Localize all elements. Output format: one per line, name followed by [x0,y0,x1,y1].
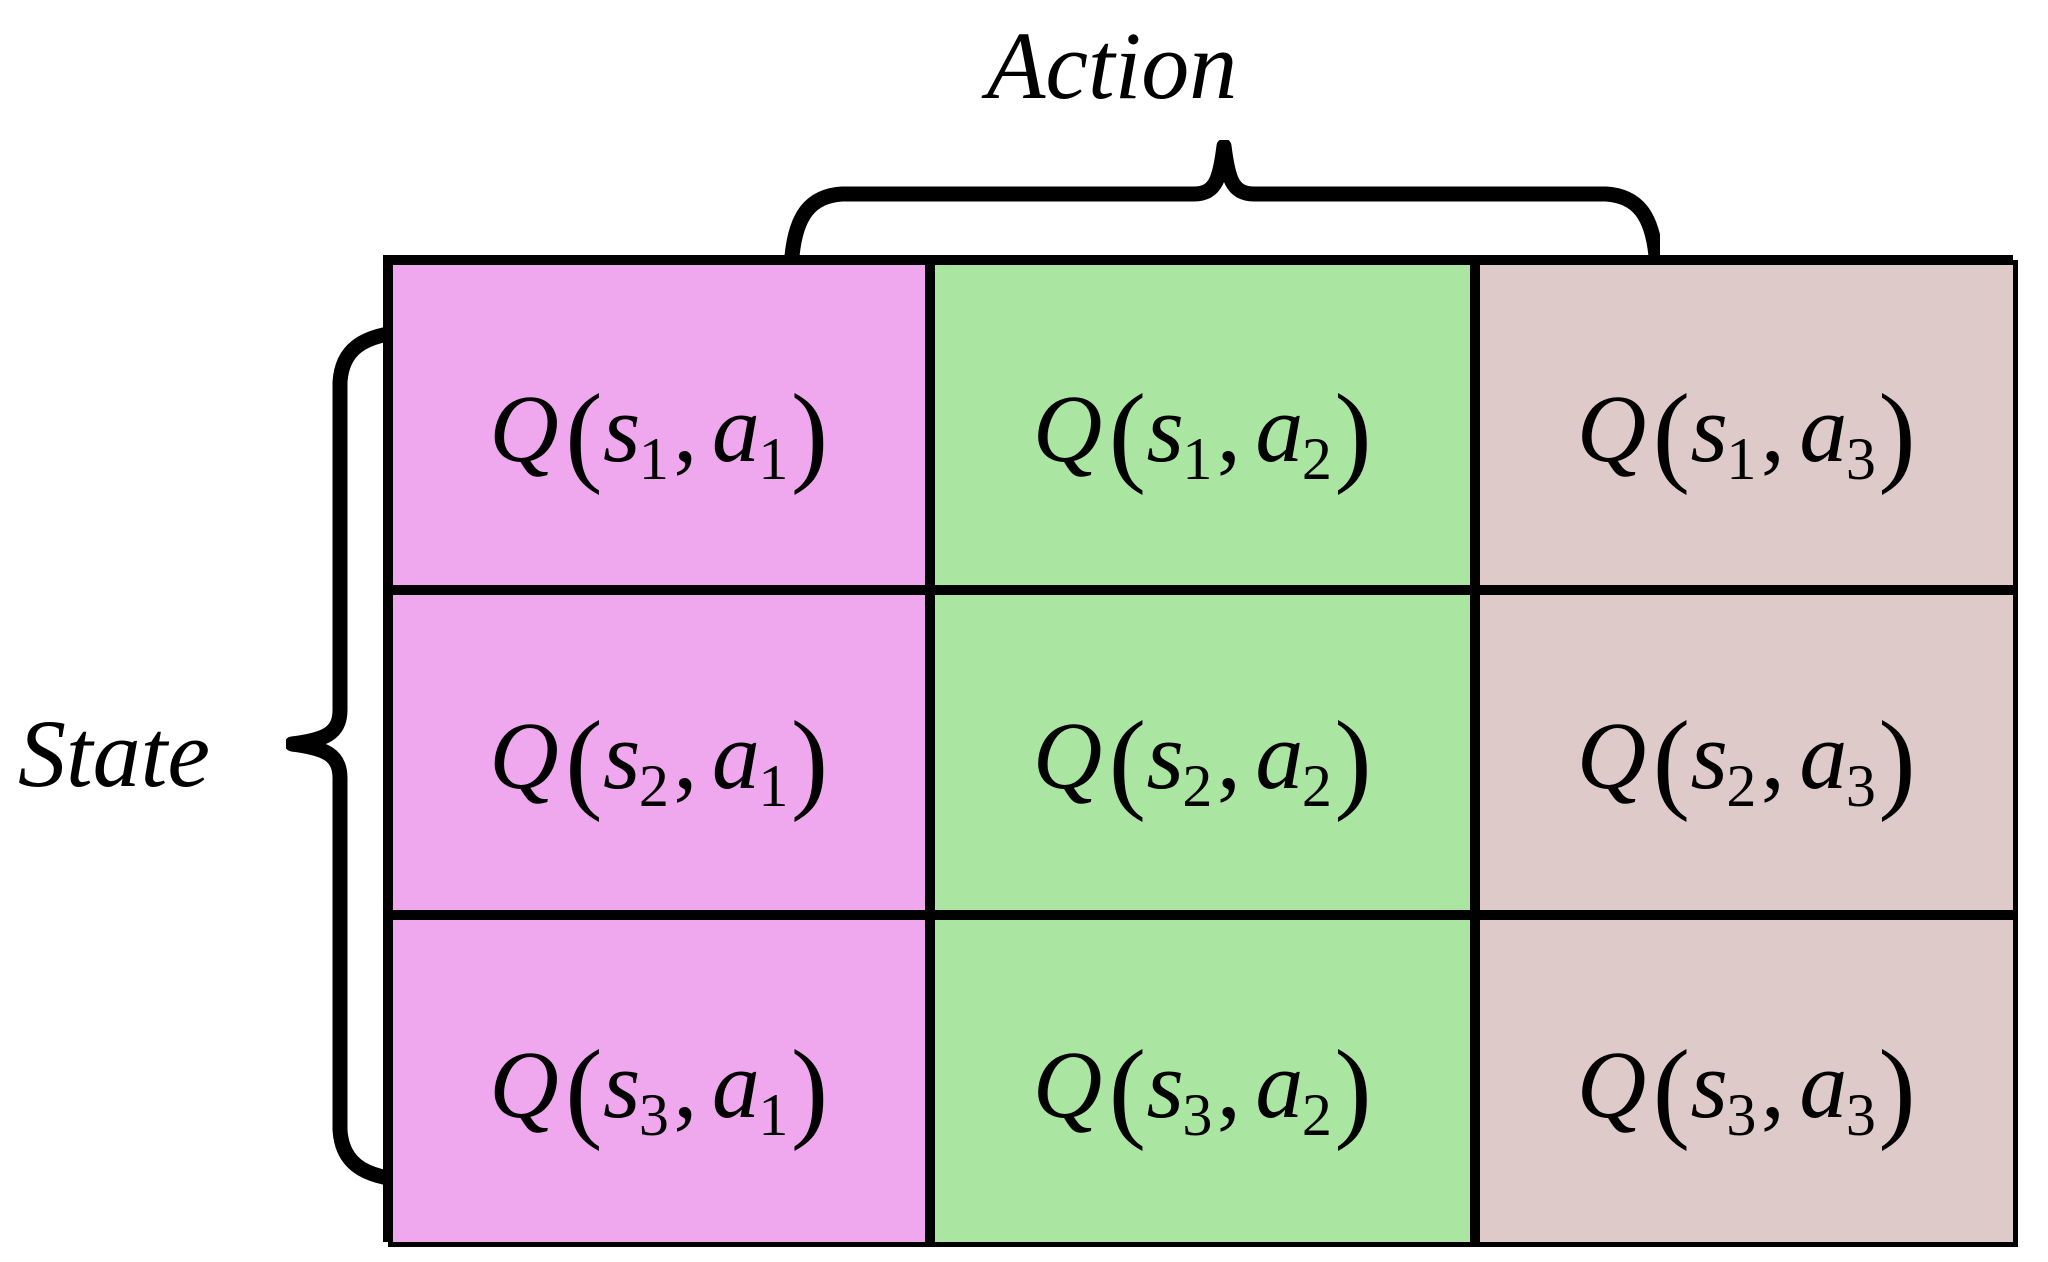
q-function-symbol: Q [489,702,560,809]
state-subscript: 1 [1182,425,1213,492]
action-symbol: a [711,374,761,482]
q-cell-s1-a2[interactable]: Q ( s 1 , a 2 ) [930,260,1475,590]
open-paren: ( [1108,371,1147,496]
action-brace-icon [784,140,1660,258]
comma-glyph: , [1760,702,1786,809]
open-paren: ( [1652,1027,1691,1152]
q-cell-s1-a3[interactable]: Q ( s 1 , a 3 ) [1475,260,2018,590]
state-symbol: s [1690,374,1729,482]
comma-glyph: , [1216,1030,1242,1138]
close-paren: ) [790,371,829,496]
state-subscript: 2 [638,753,670,819]
action-symbol: a [1255,1030,1304,1138]
state-subscript: 3 [1182,1081,1213,1148]
q-value-expression: Q ( s 1 , a 1 ) [489,374,828,490]
q-cell-s3-a1[interactable]: Q ( s 3 , a 1 ) [388,915,930,1247]
action-subscript: 1 [758,1081,789,1148]
state-symbol: s [1146,1030,1185,1138]
state-subscript: 2 [1182,753,1213,819]
state-symbol: s [602,1030,641,1138]
comma-glyph: , [1216,702,1242,809]
q-table: Q ( s 1 , a 1 ) Q ( s 1 , a 2 ) [383,255,2018,1247]
q-function-symbol: Q [1032,702,1103,809]
close-paren: ) [790,1027,829,1152]
q-function-symbol: Q [489,374,560,482]
comma-glyph: , [673,1030,698,1138]
q-value-expression: Q ( s 1 , a 2 ) [1032,374,1372,490]
q-value-expression: Q ( s 2 , a 1 ) [489,701,828,817]
q-value-expression: Q ( s 2 , a 3 ) [1576,701,1916,817]
open-paren: ( [1108,1027,1147,1152]
q-value-expression: Q ( s 3 , a 1 ) [489,1030,828,1146]
close-paren: ) [1878,371,1917,496]
action-symbol: a [1255,374,1304,482]
close-paren: ) [790,699,829,823]
state-symbol: s [1146,702,1185,809]
open-paren: ( [565,699,603,823]
action-subscript: 3 [1845,425,1877,492]
action-subscript: 2 [1301,425,1333,492]
action-symbol: a [1799,374,1848,482]
q-cell-s2-a3[interactable]: Q ( s 2 , a 3 ) [1475,590,2018,915]
q-cell-s3-a2[interactable]: Q ( s 3 , a 2 ) [930,915,1475,1247]
action-axis-label: Action [986,12,1238,119]
q-cell-s2-a2[interactable]: Q ( s 2 , a 2 ) [930,590,1475,915]
close-paren: ) [1878,699,1917,823]
state-subscript: 1 [1726,425,1757,492]
q-value-expression: Q ( s 2 , a 2 ) [1032,701,1372,817]
state-brace-icon [286,324,406,1188]
state-subscript: 3 [638,1081,670,1148]
q-function-symbol: Q [1032,1030,1103,1138]
close-paren: ) [1878,1027,1917,1152]
open-paren: ( [565,371,603,496]
comma-glyph: , [1216,374,1242,482]
close-paren: ) [1334,1027,1373,1152]
open-paren: ( [1108,699,1147,823]
q-function-symbol: Q [1576,1030,1647,1138]
action-subscript: 3 [1845,1081,1877,1148]
state-subscript: 2 [1726,753,1757,819]
q-function-symbol: Q [1032,374,1103,482]
close-paren: ) [1334,371,1373,496]
comma-glyph: , [1760,374,1786,482]
q-cell-s1-a1[interactable]: Q ( s 1 , a 1 ) [388,260,930,590]
state-axis-label: State [18,700,210,807]
action-subscript: 2 [1301,753,1333,819]
action-subscript: 1 [758,753,789,819]
action-symbol: a [1799,1030,1848,1138]
close-paren: ) [1334,699,1373,823]
state-symbol: s [1690,1030,1729,1138]
action-subscript: 1 [758,425,789,492]
q-value-expression: Q ( s 3 , a 2 ) [1032,1030,1372,1146]
state-symbol: s [602,374,641,482]
comma-glyph: , [673,702,698,809]
state-subscript: 3 [1726,1081,1757,1148]
q-function-symbol: Q [1576,702,1647,809]
action-symbol: a [1255,702,1304,809]
action-subscript: 2 [1301,1081,1333,1148]
open-paren: ( [1652,699,1691,823]
open-paren: ( [565,1027,603,1152]
comma-glyph: , [1760,1030,1786,1138]
open-paren: ( [1652,371,1691,496]
action-subscript: 3 [1845,753,1877,819]
q-cell-s3-a3[interactable]: Q ( s 3 , a 3 ) [1475,915,2018,1247]
state-symbol: s [1690,702,1729,809]
action-symbol: a [711,1030,761,1138]
q-value-expression: Q ( s 1 , a 3 ) [1576,374,1916,490]
action-symbol: a [1799,702,1848,809]
action-symbol: a [711,702,761,809]
q-function-symbol: Q [489,1030,560,1138]
q-cell-s2-a1[interactable]: Q ( s 2 , a 1 ) [388,590,930,915]
q-value-expression: Q ( s 3 , a 3 ) [1576,1030,1916,1146]
state-symbol: s [602,702,641,809]
state-symbol: s [1146,374,1185,482]
q-function-symbol: Q [1576,374,1647,482]
comma-glyph: , [673,374,698,482]
state-subscript: 1 [638,425,670,492]
